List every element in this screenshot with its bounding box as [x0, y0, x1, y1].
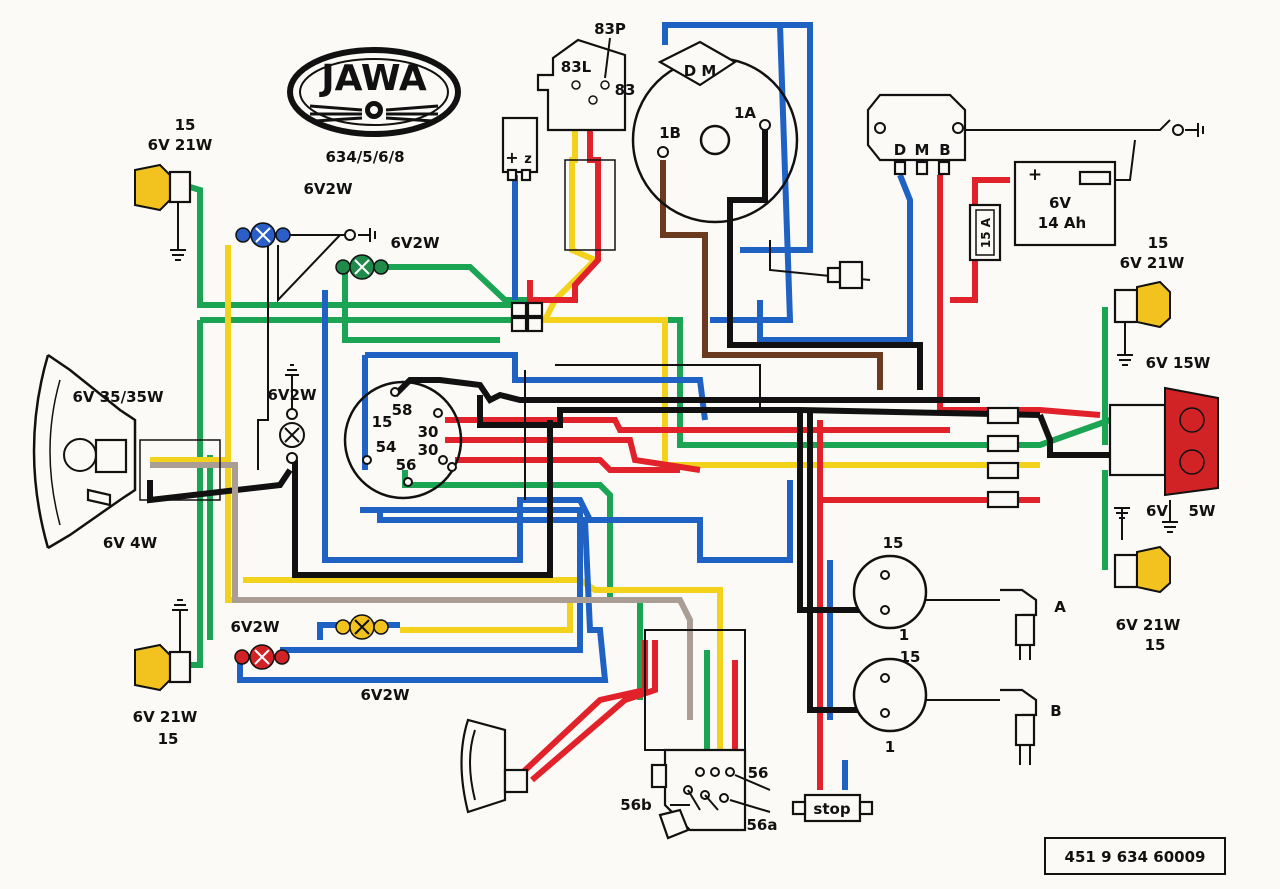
pilot-bulb-yellow: 6V2W: [335, 614, 410, 704]
horn-icon: [460, 718, 507, 814]
dimmer-switch: 56 56b 56a: [620, 629, 778, 840]
label-tail-bot-w: 5W: [1189, 502, 1216, 520]
label-conn-58: 58: [392, 401, 413, 419]
amber-lamp-icon: [1136, 280, 1171, 329]
wires-brown: [660, 160, 883, 390]
label-conn-56: 56: [396, 456, 417, 474]
label-coil1-15: 15: [883, 534, 904, 552]
ignition-coil-b: 15 1 B: [852, 648, 1062, 765]
ignition-switch: 83P 83L 83: [536, 20, 636, 251]
headlamp: 6V 35/35W 6V 4W: [32, 353, 221, 552]
label-ind-rl-15: 15: [158, 730, 179, 748]
connector-block-center: [510, 301, 544, 333]
spark-plug-icon: [1014, 613, 1036, 647]
label-dimmer-56: 56: [748, 764, 769, 782]
label-bulb-red: 6V2W: [230, 618, 279, 636]
pilot-bulb-green: 6V2W: [335, 234, 440, 280]
label-ind-fl-watt: 6V 21W: [148, 136, 213, 154]
amber-lamp-icon: [134, 643, 171, 692]
tail-lamp: 6V 15W 6V 5W: [1108, 354, 1219, 533]
label-ind-fl-15: 15: [175, 116, 196, 134]
fuse: 15 A: [968, 203, 1002, 262]
label-coil2-1: 1: [885, 738, 895, 756]
label-conn-30a: 30: [418, 423, 439, 441]
label-ind-fr-15: 15: [1148, 234, 1169, 252]
label-ind-rl-watt: 6V 21W: [133, 708, 198, 726]
model-number: 634/5/6/8: [325, 148, 404, 166]
amber-lamp-icon: [1136, 545, 1171, 594]
label-bulb-blue: 6V2W: [303, 180, 352, 198]
bulb-icon: [63, 438, 97, 472]
jawa-logo: JAWA: [287, 47, 461, 137]
label-ind-rr-watt: 6V 21W: [1116, 616, 1181, 634]
label-coil-z: z: [524, 152, 532, 167]
label-dimmer-56b: 56b: [620, 796, 652, 814]
indicator-rear-left: 6V 21W 15: [133, 599, 198, 748]
label-tail-bot-v: 6V: [1146, 502, 1168, 520]
label-bat-plus: +: [1028, 165, 1042, 185]
voltage-regulator: D M B: [866, 93, 1204, 176]
label-dyn-dm: D M: [684, 62, 717, 80]
label-tail-top: 6V 15W: [1146, 354, 1211, 372]
tail-lamp-icon: [1164, 386, 1219, 497]
label-sw-83p: 83P: [594, 20, 626, 38]
pilot-bulb-blue: 6V2W: [235, 180, 376, 248]
wires-black: [147, 125, 1171, 713]
ignition-coil: + z: [501, 116, 539, 182]
label-conn-54: 54: [376, 438, 397, 456]
logo-text: JAWA: [318, 58, 427, 99]
label-coil-plus: +: [505, 148, 518, 167]
label-reg-m: M: [915, 141, 930, 159]
dynamo: D M 1B 1A: [631, 40, 799, 224]
battery: + - 6V 14 Ah: [1013, 160, 1117, 247]
label-conn-15: 15: [372, 413, 393, 431]
label-plug-a: A: [1054, 598, 1066, 616]
spark-plug-icon: [1014, 713, 1036, 747]
label-dyn-1a: 1A: [734, 104, 756, 122]
label-ind-rr-15: 15: [1145, 636, 1166, 654]
horn: [460, 718, 529, 814]
label-dyn-1b: 1B: [659, 124, 681, 142]
ignition-coil-a: 15 1 A: [852, 534, 1066, 660]
wires-white: [257, 119, 1171, 701]
label-headlamp-main: 6V 35/35W: [72, 388, 163, 406]
label-sw-83l: 83L: [561, 58, 592, 76]
label-bat-volt: 6V: [1049, 194, 1071, 212]
label-sw-83: 83: [615, 81, 636, 99]
headlamp-socket: 58 15 30 30 54 56: [343, 380, 463, 500]
pilot-bulb-red: 6V2W: [230, 618, 290, 670]
label-ind-fr-watt: 6V 21W: [1120, 254, 1185, 272]
wires-grey: [150, 462, 693, 720]
label-bulb-green: 6V2W: [390, 234, 439, 252]
stop-switch: stop: [791, 793, 874, 823]
part-number: 451 9 634 60009: [1065, 848, 1206, 866]
indicator-rear-right: 6V 21W 15: [1113, 507, 1181, 654]
label-conn-30b: 30: [418, 441, 439, 459]
pilot-bulb-middle: 6V2W: [267, 364, 317, 464]
indicator-front-right: 15 6V 21W: [1113, 234, 1185, 366]
wires-blue: [237, 22, 913, 790]
label-reg-d: D: [894, 141, 906, 159]
label-reg-b: B: [939, 141, 950, 159]
label-bat-cap: 14 Ah: [1038, 214, 1086, 232]
label-plug-b: B: [1050, 702, 1061, 720]
amber-lamp-icon: [134, 163, 171, 212]
indicator-front-left: 15 6V 21W: [134, 116, 213, 261]
label-headlamp-park: 6V 4W: [103, 534, 158, 552]
connector-rear-row: [986, 406, 1020, 509]
small-sensor: [826, 260, 864, 290]
label-dimmer-56a: 56a: [747, 816, 778, 834]
part-number-box: 451 9 634 60009: [1044, 837, 1226, 875]
label-coil1-1: 1: [899, 626, 909, 644]
label-fuse: 15 A: [979, 217, 993, 248]
label-stop: stop: [813, 800, 850, 818]
label-bulb-bottom: 6V2W: [360, 686, 409, 704]
